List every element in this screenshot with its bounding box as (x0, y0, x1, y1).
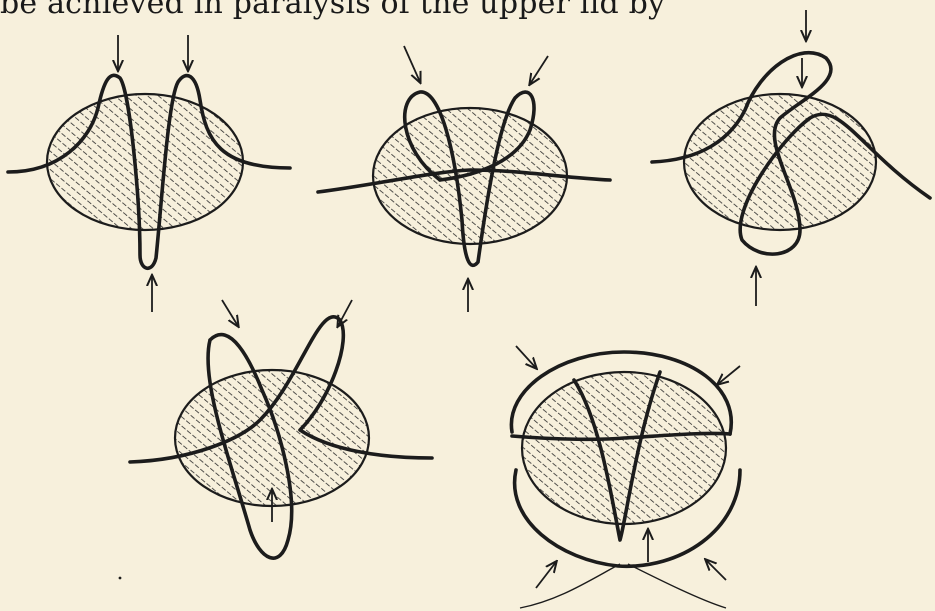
panel-5 (511, 346, 740, 608)
panel-2-arrow-right (530, 56, 548, 84)
stray-dot (119, 577, 122, 580)
panel-5-arrow-upper-left (516, 346, 536, 368)
panel-4-arrow-right (338, 300, 352, 326)
panel-4-arrow-left (222, 300, 238, 326)
panel-2 (318, 46, 610, 312)
panel-5-arrow-lower-right (706, 560, 726, 580)
panel-5-tails (520, 564, 726, 608)
panel-5-arrow-lower-left (536, 562, 556, 588)
panel-2-arrow-left (404, 46, 420, 82)
panel-1-hatched-tissue (47, 94, 243, 230)
panel-2-hatched-tissue (373, 108, 567, 244)
panel-5-arrow-upper-right (718, 366, 740, 384)
panel-4 (130, 300, 432, 558)
panel-5-hatched-tissue (522, 372, 726, 524)
panel-3 (652, 10, 930, 306)
panel-1 (8, 35, 290, 312)
panel-4-hatched-tissue (175, 370, 369, 506)
